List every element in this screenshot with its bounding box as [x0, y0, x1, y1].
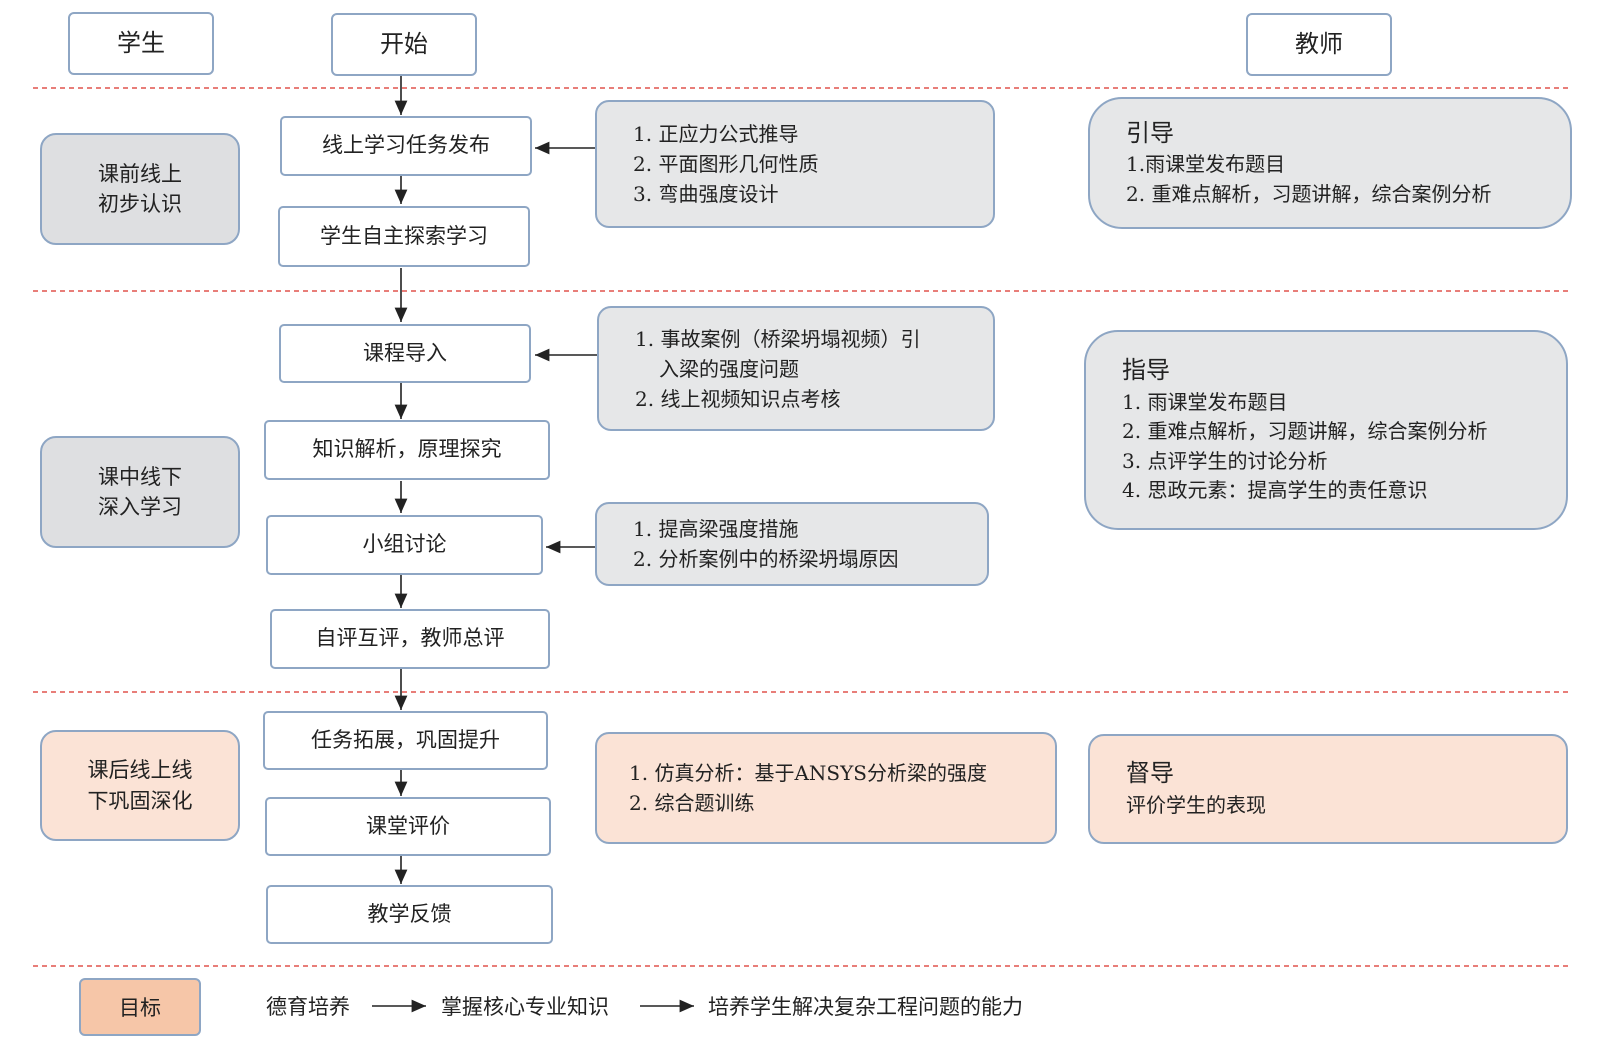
teacher-direct-line: 3. 点评学生的讨论分析 — [1122, 448, 1328, 473]
teacher-header: 教师 — [1246, 13, 1392, 76]
goal-core-knowledge: 掌握核心专业知识 — [441, 995, 609, 1019]
step-class-evaluation: 课堂评价 — [265, 797, 551, 856]
note-line: 2. 分析案例中的桥梁坍塌原因 — [633, 547, 899, 571]
step-task-extension: 任务拓展，巩固提升 — [263, 711, 548, 770]
teacher-direct-title: 指导 — [1122, 356, 1170, 385]
start-header: 开始 — [331, 13, 477, 76]
note-line: 3. 弯曲强度设计 — [633, 182, 779, 206]
note-line: 1. 事故案例（桥梁坍塌视频）引 — [635, 326, 921, 351]
step-group-discussion: 小组讨论 — [266, 515, 543, 575]
step-online-task: 线上学习任务发布 — [280, 116, 532, 176]
note-course-intro-content: 1. 事故案例（桥梁坍塌视频）引 入梁的强度问题 2. 线上视频知识点考核 — [597, 306, 995, 431]
step-knowledge-analysis: 知识解析，原理探究 — [264, 420, 550, 480]
step-teaching-feedback: 教学反馈 — [266, 885, 553, 944]
note-line: 2. 平面图形几何性质 — [633, 152, 819, 176]
stage-in-class: 课中线下 深入学习 — [40, 436, 240, 548]
note-pre-class-content: 1. 正应力公式推导 2. 平面图形几何性质 3. 弯曲强度设计 — [595, 100, 995, 228]
teacher-supervise-box: 督导 评价学生的表现 — [1088, 734, 1568, 844]
teacher-guide-box: 引导 1.雨课堂发布题目 2. 重难点解析，习题讲解，综合案例分析 — [1088, 97, 1572, 229]
teacher-guide-line: 2. 重难点解析，习题讲解，综合案例分析 — [1126, 181, 1492, 206]
teacher-direct-line: 4. 思政元素：提高学生的责任意识 — [1122, 478, 1428, 503]
teacher-direct-box: 指导 1. 雨课堂发布题目 2. 重难点解析，习题讲解，综合案例分析 3. 点评… — [1084, 330, 1568, 530]
note-line: 1. 正应力公式推导 — [633, 122, 799, 146]
stage-post-class: 课后线上线 下巩固深化 — [40, 730, 240, 841]
teacher-supervise-title: 督导 — [1126, 759, 1174, 788]
note-line: 2. 线上视频知识点考核 — [635, 386, 841, 411]
note-line: 2. 综合题训练 — [629, 791, 755, 815]
note-discussion-content: 1. 提高梁强度措施 2. 分析案例中的桥梁坍塌原因 — [595, 502, 989, 586]
note-line: 1. 仿真分析：基于ANSYS分析梁的强度 — [629, 761, 987, 785]
note-post-class-content: 1. 仿真分析：基于ANSYS分析梁的强度 2. 综合题训练 — [595, 732, 1057, 844]
step-course-intro: 课程导入 — [279, 324, 531, 383]
goal-label: 目标 — [79, 978, 201, 1036]
teacher-supervise-line: 评价学生的表现 — [1126, 793, 1266, 817]
teacher-guide-title: 引导 — [1126, 118, 1174, 147]
note-line: 入梁的强度问题 — [659, 356, 799, 381]
goal-engineering-ability: 培养学生解决复杂工程问题的能力 — [708, 995, 1023, 1019]
student-header: 学生 — [68, 12, 214, 75]
teacher-direct-line: 2. 重难点解析，习题讲解，综合案例分析 — [1122, 419, 1488, 444]
teacher-guide-line: 1.雨课堂发布题目 — [1126, 152, 1286, 177]
stage-pre-class: 课前线上 初步认识 — [40, 133, 240, 245]
step-evaluation: 自评互评，教师总评 — [270, 609, 550, 669]
goal-moral-education: 德育培养 — [266, 995, 350, 1019]
note-line: 1. 提高梁强度措施 — [633, 517, 799, 541]
teacher-direct-line: 1. 雨课堂发布题目 — [1122, 389, 1288, 414]
step-self-study: 学生自主探索学习 — [278, 206, 530, 267]
